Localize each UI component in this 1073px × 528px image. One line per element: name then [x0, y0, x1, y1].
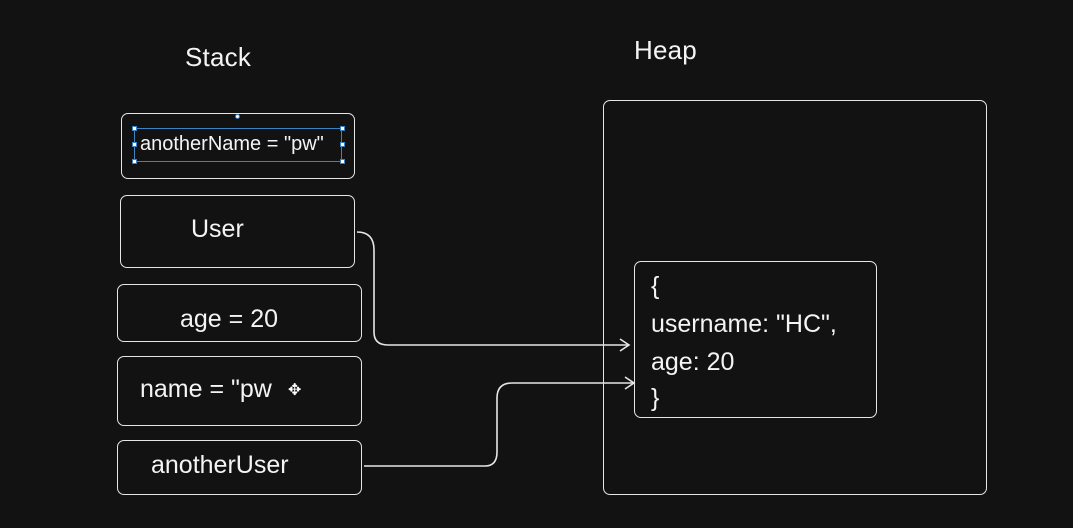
selection-handle-right[interactable] — [340, 142, 345, 147]
selection-handle-top-right[interactable] — [340, 126, 345, 131]
reference-arrow-user — [356, 231, 628, 346]
selection-handle-bottom-right[interactable] — [340, 159, 345, 164]
heap-title: Heap — [634, 35, 697, 65]
stack-item-another-user[interactable] — [117, 440, 362, 495]
selection-handle-bottom-left[interactable] — [132, 159, 137, 164]
heap-box[interactable] — [603, 100, 987, 495]
object-line-username: username: "HC", — [651, 310, 837, 338]
stack-item-label: anotherName = "pw" — [140, 133, 324, 155]
arrowhead-another-user — [624, 376, 636, 390]
move-cursor-icon: ✥ — [288, 382, 302, 399]
object-line-open-brace: { — [651, 272, 660, 300]
reference-arrow-another-user — [364, 382, 633, 467]
stack-item-label: age = 20 — [180, 305, 279, 333]
stack-item-user[interactable] — [120, 195, 355, 268]
object-line-age: age: 20 — [651, 348, 735, 376]
stack-item-label: anotherUser — [151, 451, 289, 479]
stack-item-age[interactable] — [117, 284, 362, 342]
rotation-handle[interactable] — [235, 114, 240, 119]
stack-item-label: User — [191, 215, 244, 243]
stack-title: Stack — [185, 42, 252, 72]
stack-item-another-name[interactable] — [121, 113, 355, 179]
stack-item-label: name = "pw — [140, 375, 272, 403]
object-line-close-brace: } — [651, 384, 660, 412]
heap-object-box[interactable] — [634, 261, 877, 418]
stack-item-name[interactable] — [117, 356, 362, 426]
selection-handle-left[interactable] — [132, 142, 137, 147]
arrowhead-user — [619, 338, 631, 352]
selection-handle-top-left[interactable] — [132, 126, 137, 131]
